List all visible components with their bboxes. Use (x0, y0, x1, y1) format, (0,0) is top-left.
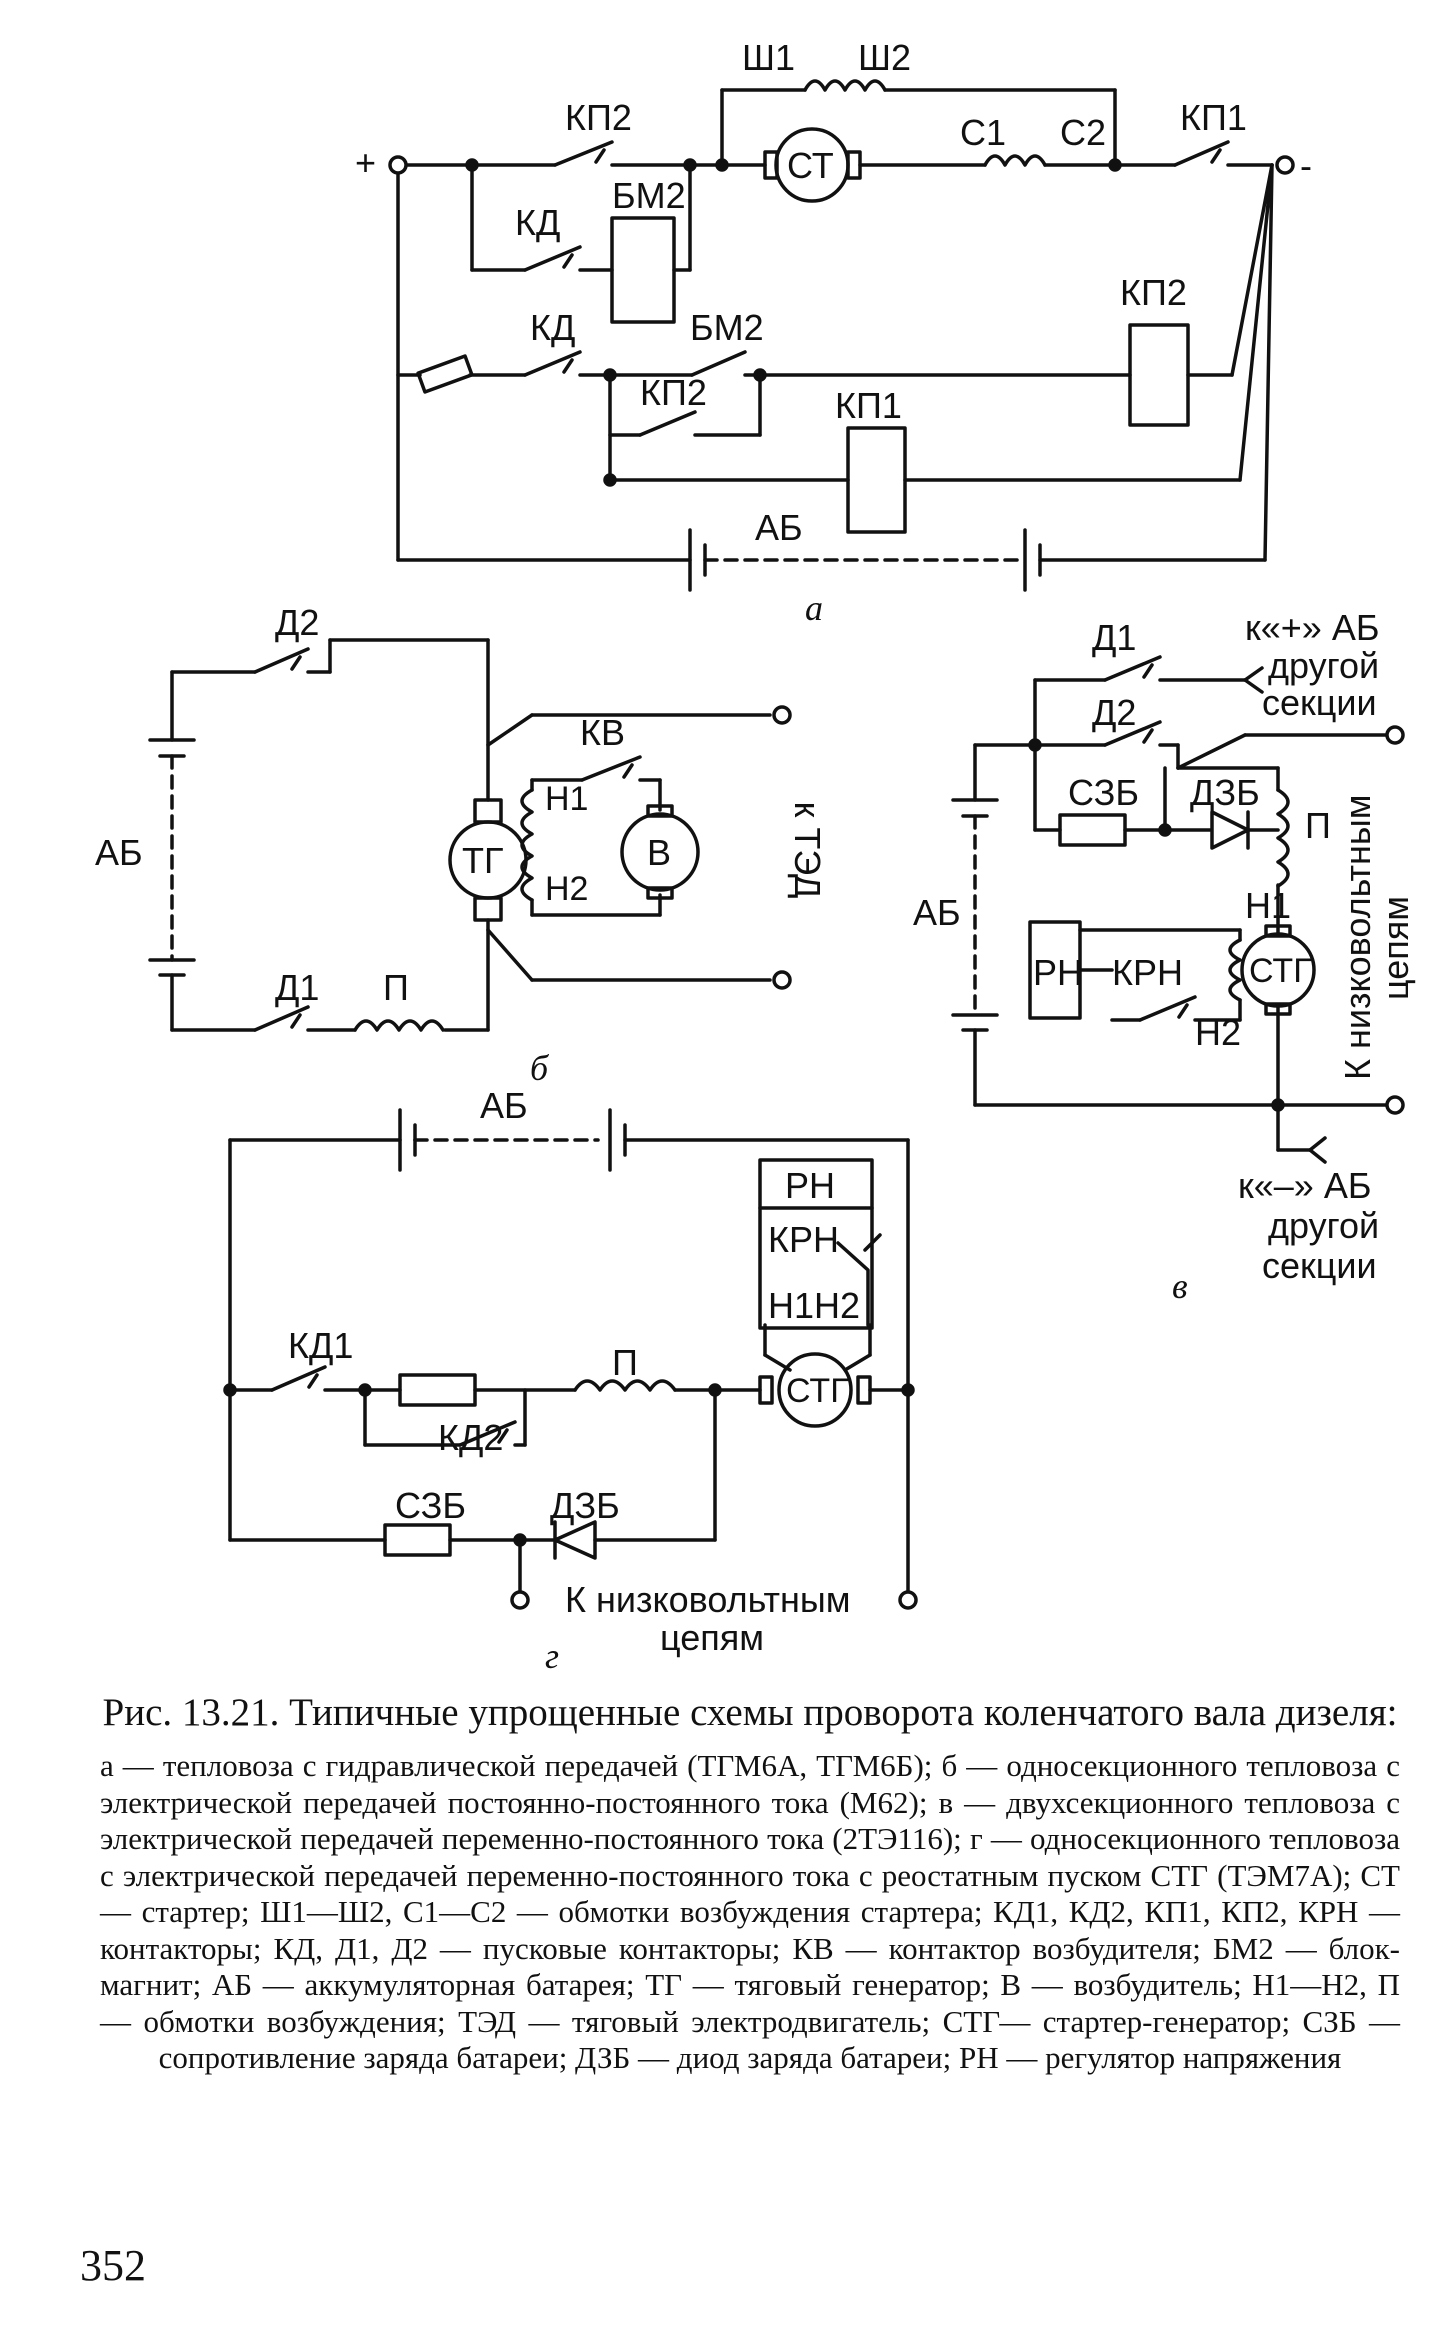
g-label-p: П (612, 1342, 638, 1383)
b-label-h2: Н2 (545, 870, 588, 908)
a-label-kp2-contact-top: КП2 (565, 97, 632, 138)
b-label-kv: КВ (580, 712, 625, 753)
a-label-kd-mid: КД (530, 307, 575, 348)
figure-caption: Рис. 13.21. Типичные упрощенные схемы пр… (100, 1690, 1400, 2077)
g-label-ab: АБ (480, 1085, 528, 1126)
v-label-dzb: ДЗБ (1190, 772, 1260, 813)
g-label-low-voltage-2: цепям (660, 1617, 764, 1658)
diagram-a-components (388, 79, 1295, 592)
v-label-to-minus-3: секции (1262, 1245, 1377, 1286)
g-label-szb: СЗБ (395, 1485, 466, 1526)
v-label-rn: РН (1033, 952, 1083, 993)
a-label-sh1: Ш1 (742, 37, 795, 78)
v-label-low-voltage-2: цепям (1375, 896, 1416, 1000)
b-label-to-ted: к ТЭД (787, 802, 828, 899)
v-label-krn: КРН (1112, 952, 1183, 993)
b-label-d1: Д1 (275, 967, 319, 1008)
v-label-d2: Д2 (1092, 692, 1136, 733)
v-label-p: П (1305, 805, 1331, 846)
v-label-d1: Д1 (1092, 617, 1136, 658)
b-label-d2: Д2 (275, 602, 319, 643)
g-label-dzb: ДЗБ (550, 1485, 620, 1526)
diagram-v-wires (973, 666, 1390, 1164)
g-label-low-voltage-1: К низковольтным (565, 1579, 851, 1620)
a-label-kp2-coil: КП2 (1120, 272, 1187, 313)
v-label-to-plus-1: к«+» АБ (1245, 607, 1379, 648)
a-label-kp2-contact: КП2 (640, 372, 707, 413)
diagram-g-labels: АБ РН КРН Н1Н2 КД1 П СТГ КД2 СЗБ ДЗБ К н… (288, 1085, 860, 1675)
v-label-low-voltage-1: К низковольтным (1337, 794, 1378, 1080)
v-label-to-plus-2: другой (1268, 645, 1379, 686)
diagram-b-wires (170, 638, 772, 1032)
diagram-a-labels: + - Ш1 Ш2 КП2 СТ С1 С2 КП1 КД БМ2 КД БМ2… (355, 37, 1312, 628)
v-label-h2: Н2 (1195, 1012, 1241, 1053)
diagram-v-components (951, 655, 1405, 1115)
b-label-v: В (647, 832, 671, 873)
figure-caption-body: а — тепловоза с гидравлической передачей… (100, 1748, 1400, 2075)
a-minus-terminal: - (1300, 145, 1312, 186)
g-label-rn: РН (785, 1165, 835, 1206)
v-label-to-plus-3: секции (1262, 682, 1377, 723)
g-label-stg: СТГ (786, 1372, 849, 1410)
a-label-kp1-contact: КП1 (1180, 97, 1247, 138)
a-label-bm2-contact: БМ2 (690, 307, 764, 348)
g-label-kd1: КД1 (288, 1325, 353, 1366)
diagram-b-components (148, 647, 792, 1032)
figure-caption-title: Рис. 13.21. Типичные упрощенные схемы пр… (102, 1691, 1398, 1734)
a-label-st: СТ (787, 145, 834, 186)
diagram-g-components (223, 1108, 918, 1610)
g-caption-letter: г (545, 1636, 559, 1675)
b-label-tg: ТГ (462, 840, 503, 881)
b-label-h1: Н1 (545, 780, 588, 818)
page-number: 352 (80, 2241, 146, 2290)
v-caption-letter: в (1172, 1266, 1188, 1306)
diagram-a-wires (396, 88, 1274, 562)
a-caption-letter: а (805, 588, 823, 628)
g-label-kd2: КД2 (438, 1417, 503, 1458)
v-label-stg: СТГ (1249, 952, 1312, 990)
b-label-p: П (383, 967, 409, 1008)
b-caption-letter: б (530, 1048, 550, 1088)
a-label-c1: С1 (960, 112, 1006, 153)
v-label-to-minus-1: к«–» АБ (1238, 1165, 1371, 1206)
a-label-kd-top: КД (515, 202, 560, 243)
diagram-b-labels: Д2 КВ АБ ТГ Н1 Н2 В к ТЭД Д1 П б (95, 602, 828, 1088)
a-label-c2: С2 (1060, 112, 1106, 153)
v-label-szb: СЗБ (1068, 772, 1139, 813)
a-label-bm2-coil: БМ2 (612, 175, 686, 216)
v-label-to-minus-2: другой (1268, 1205, 1379, 1246)
v-label-h1: Н1 (1245, 885, 1291, 926)
circuit-diagrams-figure: + - Ш1 Ш2 КП2 СТ С1 С2 КП1 КД БМ2 КД БМ2… (95, 37, 1416, 1675)
g-label-krn: КРН (768, 1219, 839, 1260)
a-label-sh2: Ш2 (858, 37, 911, 78)
diagram-v-labels: Д1 к«+» АБ другой секции Д2 СЗБ ДЗБ П АБ… (913, 607, 1416, 1306)
a-label-kp1-coil: КП1 (835, 385, 902, 426)
v-label-ab: АБ (913, 892, 961, 933)
a-label-ab: АБ (755, 507, 803, 548)
b-label-ab: АБ (95, 832, 143, 873)
a-plus-terminal: + (355, 142, 376, 183)
g-label-h1h2: Н1Н2 (768, 1285, 860, 1326)
